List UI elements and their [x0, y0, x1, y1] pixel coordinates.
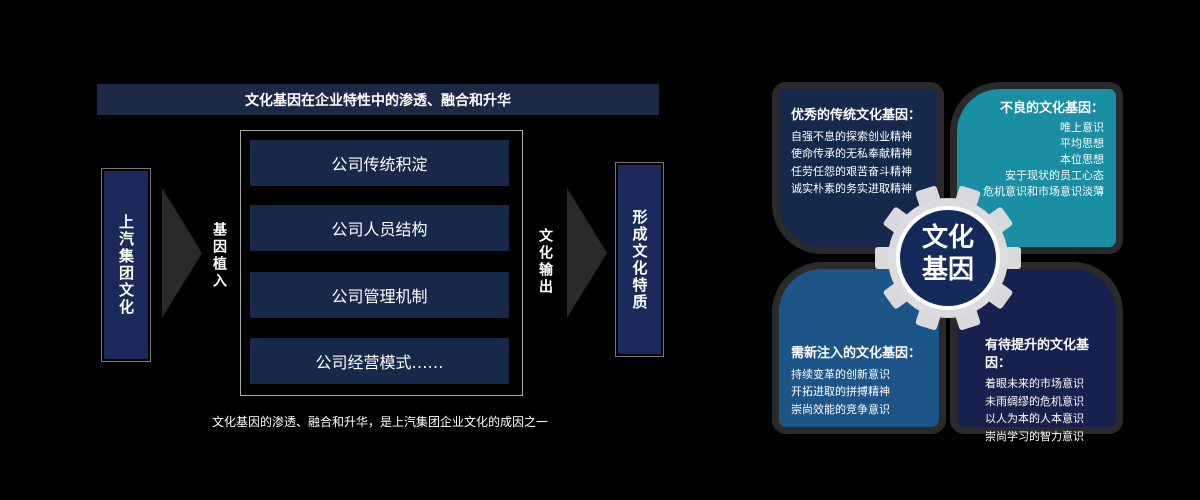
panel-line: 危机意识和市场意识淡薄: [983, 185, 1104, 198]
caption: 文化基因的渗透、融合和升华，是上汽集团企业文化的成因之一: [211, 415, 548, 429]
factors-frame: [240, 130, 523, 396]
panel-line: 任劳任怨的艰苦奋斗精神: [791, 164, 912, 178]
panel-excellent: 优秀的传统文化基因： 自强不息的探索创业精神 使命传承的无私奉献精神 任劳任怨的…: [772, 82, 944, 254]
result-box: 形成文化特质: [615, 162, 664, 357]
panel-line: 崇尚效能的竞争意识: [791, 402, 890, 416]
panel-line: 以人为本的人本意识: [985, 412, 1084, 425]
panel-line: 诚实朴素的务实进取精神: [791, 182, 912, 195]
center-label: 文化 基因: [900, 222, 996, 286]
panel-title: 需新注入的文化基因：: [791, 346, 922, 361]
arrow-right-icon: [567, 188, 607, 318]
factor-item: 公司传统积淀: [250, 140, 509, 186]
center-line: 文化: [921, 223, 974, 253]
panel-line: 着眼未来的市场意识: [985, 377, 1084, 390]
center-line: 基因: [921, 255, 974, 285]
panel-line: 唯上意识: [1060, 121, 1104, 134]
factor-item: 公司经营模式……: [250, 338, 509, 384]
panel-title: 有待提升的文化基因：: [985, 338, 1090, 371]
panel-title: 不良的文化基因：: [999, 101, 1104, 116]
panel-line: 平均思想: [1060, 137, 1104, 150]
input-label: 基因植入: [211, 222, 227, 290]
panel-line: 崇尚学习的智力意识: [985, 429, 1084, 443]
panel-line: 本位思想: [1060, 153, 1104, 166]
panel-line: 使命传承的无私奉献精神: [791, 147, 912, 160]
factor-item: 公司管理机制: [250, 272, 509, 318]
panel-line: 开拓进取的拼搏精神: [791, 385, 890, 398]
title-banner: 文化基因在企业特性中的渗透、融合和升华: [97, 84, 659, 115]
source-box: 上汽集团文化: [101, 168, 151, 362]
panel-line: 安于现状的员工心态: [1005, 169, 1104, 182]
output-label: 文化输出: [537, 228, 553, 296]
factor-item: 公司人员结构: [250, 205, 509, 251]
panel-line: 自强不息的探索创业精神: [791, 129, 912, 143]
panel-line: 未雨绸缪的危机意识: [985, 394, 1084, 408]
panel-line: 持续变革的创新意识: [791, 367, 890, 381]
arrow-right-icon: [162, 188, 202, 318]
gear-icon: [875, 185, 1021, 331]
panel-title: 优秀的传统文化基因：: [791, 108, 922, 123]
